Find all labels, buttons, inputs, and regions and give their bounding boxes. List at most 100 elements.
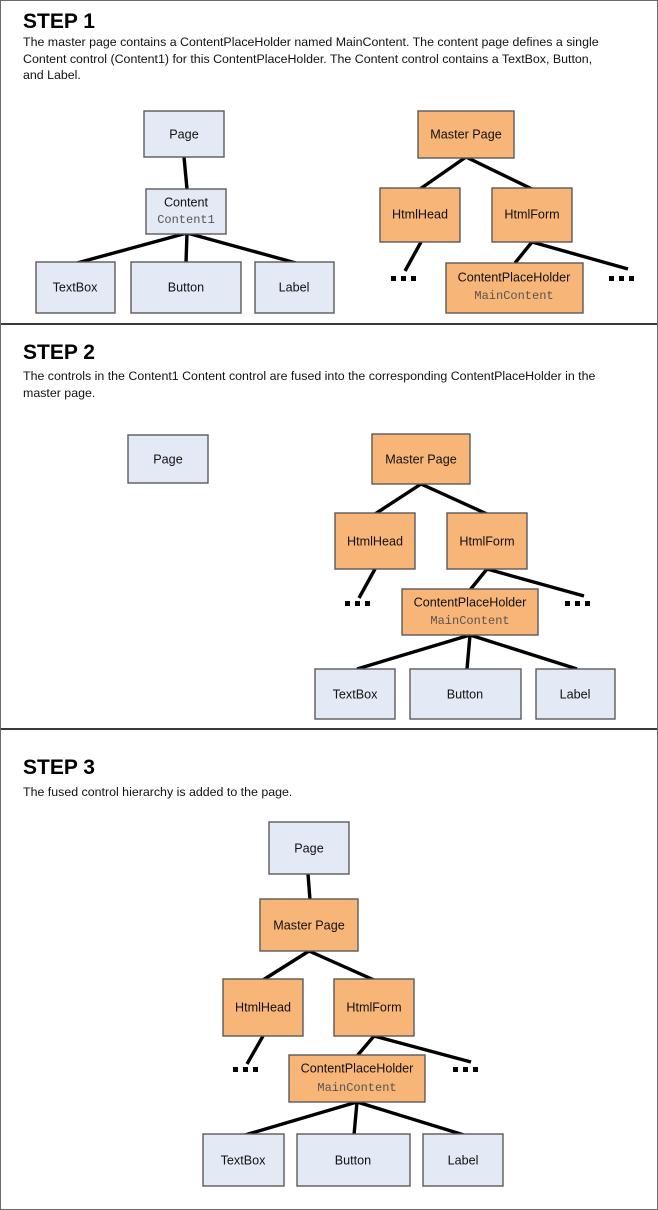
edge-masterpage-htmlhead <box>374 482 422 516</box>
node-label-label: Label <box>448 1153 479 1167</box>
step-3-description: The fused control hierarchy is added to … <box>23 785 293 799</box>
ellipsis-left-icon <box>233 1067 258 1072</box>
node-master-page[interactable]: Master Page <box>259 898 359 952</box>
edge-htmlform-placeholder <box>468 567 489 592</box>
node-contentplaceholder[interactable]: ContentPlaceHolder MainContent <box>401 588 539 636</box>
node-contentplaceholder-label: ContentPlaceHolder <box>301 1061 414 1075</box>
step-1-diagram: Page Content Content1 TextBox Button Lab… <box>35 110 634 314</box>
node-button-label: Button <box>447 687 483 701</box>
node-contentplaceholder[interactable]: ContentPlaceHolder MainContent <box>288 1054 426 1103</box>
node-content-sublabel: Content1 <box>157 213 215 227</box>
step-1-panel: STEP 1 The master page contains a Conten… <box>1 1 657 323</box>
node-label-label: Label <box>560 687 591 701</box>
step-3-diagram: Page Master Page HtmlHead HtmlForm Conte… <box>202 821 504 1187</box>
edge-htmlform-placeholder <box>513 240 534 265</box>
edge-page-masterpage <box>306 873 312 901</box>
node-contentplaceholder-sublabel: MainContent <box>317 1081 396 1095</box>
edge-masterpage-htmlhead <box>419 155 467 191</box>
node-page[interactable]: Page <box>143 110 225 158</box>
node-label[interactable]: Label <box>254 261 335 314</box>
edge-placeholder-label <box>356 1100 465 1137</box>
edge-placeholder-textbox <box>356 633 471 671</box>
node-textbox[interactable]: TextBox <box>202 1133 285 1187</box>
edge-placeholder-textbox <box>244 1100 358 1137</box>
node-master-page[interactable]: Master Page <box>417 110 515 159</box>
divider-2 <box>1 728 657 730</box>
step-2-panel: STEP 2 The controls in the Content1 Cont… <box>1 325 657 728</box>
edge-htmlform-ellipsis <box>486 567 585 598</box>
step-2-title: STEP 2 <box>23 341 95 364</box>
node-htmlhead-label: HtmlHead <box>235 1000 291 1014</box>
node-contentplaceholder[interactable]: ContentPlaceHolder MainContent <box>445 262 584 314</box>
node-master-page-label: Master Page <box>385 452 456 466</box>
node-page[interactable]: Page <box>268 821 350 875</box>
node-textbox[interactable]: TextBox <box>35 261 116 314</box>
node-htmlform[interactable]: HtmlForm <box>446 512 528 570</box>
edge-htmlform-ellipsis <box>373 1034 472 1064</box>
node-button-label: Button <box>168 280 204 294</box>
edge-htmlhead-ellipsis <box>357 568 377 599</box>
edge-placeholder-button <box>465 634 472 670</box>
step-3-title: STEP 3 <box>23 756 95 779</box>
edge-content-textbox <box>76 231 188 265</box>
node-textbox[interactable]: TextBox <box>314 668 396 720</box>
node-contentplaceholder-sublabel: MainContent <box>474 289 553 303</box>
edge-masterpage-htmlhead <box>262 949 310 982</box>
node-button[interactable]: Button <box>130 261 242 314</box>
node-htmlform[interactable]: HtmlForm <box>491 187 573 243</box>
node-htmlhead-label: HtmlHead <box>347 534 403 548</box>
node-master-page-label: Master Page <box>273 918 344 932</box>
edge-masterpage-htmlform <box>420 482 488 516</box>
edge-masterpage-htmlform <box>465 155 533 191</box>
node-label[interactable]: Label <box>535 668 616 720</box>
node-page-label: Page <box>294 841 323 855</box>
node-htmlform[interactable]: HtmlForm <box>333 978 415 1037</box>
ellipsis-left-icon <box>391 276 416 281</box>
node-button[interactable]: Button <box>296 1133 411 1187</box>
edge-masterpage-htmlform <box>308 949 375 982</box>
edge-content-label <box>186 231 297 265</box>
node-master-page[interactable]: Master Page <box>371 433 471 485</box>
node-contentplaceholder-label: ContentPlaceHolder <box>458 270 571 284</box>
ellipsis-right-icon <box>453 1067 478 1072</box>
node-textbox-label: TextBox <box>221 1153 267 1167</box>
node-contentplaceholder-label: ContentPlaceHolder <box>414 595 527 609</box>
edge-placeholder-button <box>352 1101 359 1136</box>
node-label[interactable]: Label <box>422 1133 504 1187</box>
node-htmlhead[interactable]: HtmlHead <box>222 978 304 1037</box>
node-page-label: Page <box>153 452 182 466</box>
step-2-diagram: Page Master Page HtmlHead HtmlForm Conte… <box>127 433 616 720</box>
edge-placeholder-label <box>469 633 578 671</box>
node-textbox-label: TextBox <box>53 280 99 294</box>
node-page-label: Page <box>169 127 198 141</box>
edge-htmlform-ellipsis <box>531 240 629 271</box>
node-content[interactable]: Content Content1 <box>145 188 227 235</box>
node-label-label: Label <box>279 280 310 294</box>
edge-htmlform-placeholder <box>355 1034 376 1058</box>
ellipsis-left-icon <box>345 601 370 606</box>
node-content-label: Content <box>164 195 209 209</box>
node-page[interactable]: Page <box>127 434 209 484</box>
ellipsis-right-icon <box>565 601 590 606</box>
node-htmlhead-label: HtmlHead <box>392 207 448 221</box>
edge-page-content <box>182 156 189 190</box>
node-contentplaceholder-sublabel: MainContent <box>430 614 509 628</box>
edge-content-button <box>184 232 189 264</box>
node-htmlhead[interactable]: HtmlHead <box>379 187 461 243</box>
node-button[interactable]: Button <box>409 668 522 720</box>
divider-1 <box>1 323 657 325</box>
step-2-description: The controls in the Content1 Content con… <box>23 369 596 400</box>
step-3-panel: STEP 3 The fused control hierarchy is ad… <box>1 730 657 1209</box>
node-button-label: Button <box>335 1153 371 1167</box>
node-master-page-label: Master Page <box>430 127 501 141</box>
node-htmlhead[interactable]: HtmlHead <box>334 512 416 570</box>
node-htmlform-label: HtmlForm <box>459 534 514 548</box>
node-htmlform-label: HtmlForm <box>346 1000 401 1014</box>
edge-htmlhead-ellipsis <box>403 241 423 272</box>
step-1-description: The master page contains a ContentPlaceH… <box>23 35 599 82</box>
edge-htmlhead-ellipsis <box>245 1035 265 1065</box>
step-1-title: STEP 1 <box>23 10 95 33</box>
node-textbox-label: TextBox <box>333 687 379 701</box>
ellipsis-right-icon <box>609 276 634 281</box>
